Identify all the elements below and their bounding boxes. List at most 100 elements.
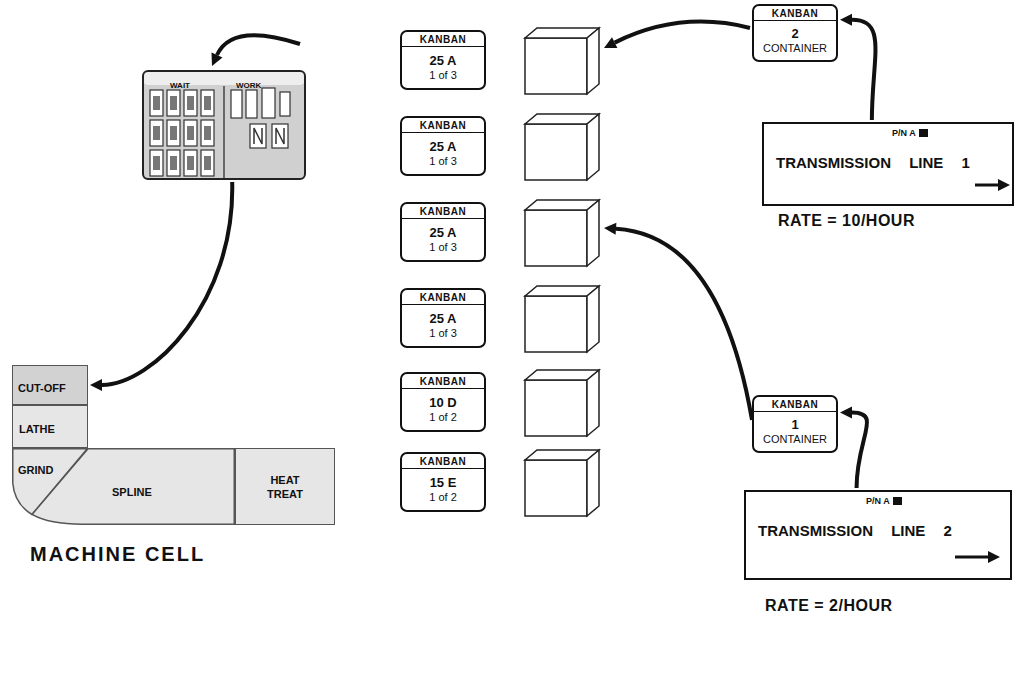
line-direction-arrow [975, 184, 999, 187]
card-quantity: 25 A [430, 139, 457, 154]
text-holder: LATHE [19, 419, 55, 437]
card-body: 25 A1 of 3 [402, 47, 484, 88]
part-marker [919, 129, 928, 137]
container [525, 450, 599, 516]
containers [525, 28, 599, 516]
group-label: MACHINE CELL [30, 543, 205, 565]
card-count: CONTAINER [763, 432, 827, 446]
arrow-line [852, 412, 867, 488]
kanban-card: KANBAN25 A1 of 3 [400, 288, 486, 348]
kanban-card: KANBAN10 D1 of 2 [400, 372, 486, 432]
card-quantity: 25 A [430, 311, 457, 326]
text-holder: CUT-OFF [18, 378, 66, 396]
card-quantity: 15 E [430, 475, 457, 490]
card-body: 2CONTAINER [754, 21, 836, 60]
part-number-text: P/N A [892, 128, 916, 138]
column-label: WAIT [170, 81, 190, 90]
container [525, 200, 599, 266]
card-header: KANBAN [402, 374, 484, 389]
card-quantity: 10 D [429, 395, 456, 410]
container [525, 28, 599, 94]
kanban-card: KANBAN15 E1 of 2 [400, 452, 486, 512]
line-name: TRANSMISSION LINE 2 [758, 522, 952, 539]
flow-arrow [90, 182, 232, 391]
text-holder: GRIND [18, 460, 53, 478]
card-header: KANBAN [402, 32, 484, 47]
line-name: TRANSMISSION LINE 1 [776, 154, 970, 171]
flow-arrows [212, 22, 1011, 563]
card-to-container-arrow [615, 22, 750, 43]
part-number: P/N A [866, 496, 902, 506]
part-number: P/N A [892, 128, 928, 138]
part-number-text: P/N A [866, 496, 890, 506]
card-quantity: 25 A [430, 225, 457, 240]
card-header: KANBAN [754, 397, 836, 412]
text-holder: WORK [236, 74, 261, 92]
card-body: 25 A1 of 3 [402, 133, 484, 174]
card-body: 15 E1 of 2 [402, 469, 484, 510]
board-divider [223, 86, 225, 178]
flow-arrow [840, 406, 867, 488]
transmission-line: P/N A TRANSMISSION LINE 1 [762, 122, 1014, 206]
arrowhead [604, 223, 616, 235]
line-title: TRANSMISSION LINE 1 [776, 154, 970, 172]
card-header: KANBAN [402, 290, 484, 305]
wait-cards [153, 96, 211, 170]
card-quantity: 2 [791, 26, 798, 41]
text-holder: SPLINE [112, 482, 152, 500]
kanban-card: KANBAN1CONTAINER [752, 395, 838, 453]
station-shape [32, 449, 234, 525]
card-header: KANBAN [402, 118, 484, 133]
card-body: 10 D1 of 2 [402, 389, 484, 430]
card-body: 1CONTAINER [754, 412, 836, 451]
arrowhead [840, 406, 852, 418]
station-name: CUT-OFF [18, 382, 66, 394]
container [525, 370, 599, 436]
station-name: GRIND [18, 464, 53, 476]
card-header: KANBAN [402, 204, 484, 219]
card-body: 25 A1 of 3 [402, 305, 484, 346]
machine-station: CUT-OFF [12, 365, 88, 405]
machine-station: LATHE [12, 405, 88, 448]
line-direction-arrow [955, 556, 989, 559]
arrowhead [840, 14, 852, 26]
card-body: 25 A1 of 3 [402, 219, 484, 260]
arrowhead [212, 53, 223, 66]
card-to-board-arrow [217, 35, 300, 55]
card-header: KANBAN [754, 6, 836, 21]
arrowhead [604, 37, 617, 48]
station-name: LATHE [19, 423, 55, 435]
card-count: 1 of 2 [429, 490, 457, 504]
wait-slots [150, 90, 214, 176]
card-count: CONTAINER [763, 41, 827, 55]
station-name: HEAT TREAT [257, 473, 313, 501]
kanban-card: KANBAN25 A1 of 3 [400, 30, 486, 90]
rate-label: RATE = 10/HOUR [778, 212, 915, 229]
board-face [143, 71, 305, 179]
card-header: KANBAN [402, 454, 484, 469]
kanban-card: KANBAN25 A1 of 3 [400, 202, 486, 262]
text-holder: WAIT [170, 74, 190, 92]
kanban-card: KANBAN2CONTAINER [752, 4, 838, 62]
transmission-line: P/N A TRANSMISSION LINE 2 [744, 490, 1012, 580]
kanban-board [143, 71, 305, 179]
flow-arrow [840, 14, 875, 120]
work-cards [231, 88, 290, 148]
arrow-line [102, 182, 232, 385]
card-count: 1 of 3 [429, 240, 457, 254]
arrowhead [998, 179, 1010, 191]
card-count: 1 of 3 [429, 68, 457, 82]
machine-station: HEAT TREAT [235, 448, 335, 525]
arrowhead [90, 379, 102, 391]
machine-station: SPLINE [32, 448, 235, 525]
card-count: 1 of 3 [429, 154, 457, 168]
arrowhead [988, 551, 1000, 563]
part-marker [893, 497, 902, 505]
label-holder: MACHINE CELL [30, 543, 205, 566]
card-quantity: 1 [791, 417, 798, 432]
container [525, 286, 599, 352]
card-quantity: 25 A [430, 53, 457, 68]
rate-label: RATE = 2/HOUR [765, 597, 893, 614]
